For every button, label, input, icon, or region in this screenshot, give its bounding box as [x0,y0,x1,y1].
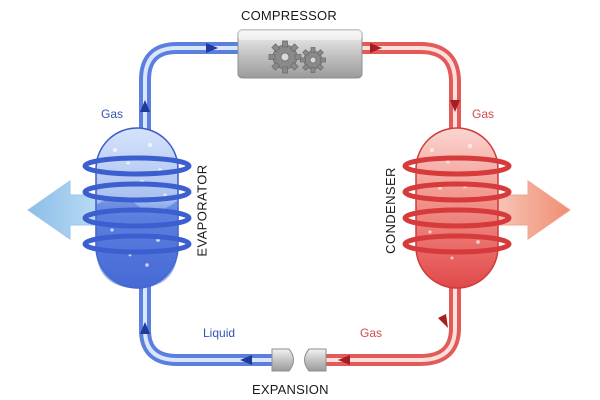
condenser-coil [402,155,512,255]
flow-arrow-bottom-right [338,355,350,365]
pipe-liquid-line [139,264,281,366]
flow-arrow-right-down [450,100,460,112]
pipe-discharge-line [352,42,461,151]
evaporator-coil [82,155,192,255]
flow-arrow-top-right [370,43,382,53]
expansion-label: EXPANSION [252,382,329,397]
flow-arrow-right-bottom-up [438,314,448,328]
flow-arrow-left-up [140,100,150,112]
evaporator-label: EVAPORATOR [194,164,210,257]
compressor-label: COMPRESSOR [241,8,337,23]
gear-small-icon [300,47,326,73]
gear-icon [268,40,302,74]
expansion-valve [271,348,327,372]
gas-label-right-top: Gas [472,107,495,121]
pipe-suction-line [139,42,246,151]
pipe-condensate-line [316,264,461,366]
gas-label-right-bottom: Gas [360,326,383,340]
gas-label-left-top: Gas [101,107,124,121]
liquid-label-left-bottom: Liquid [203,326,236,340]
flow-arrow-top-left [206,43,218,53]
flow-arrow-left-bottom-up [140,322,150,334]
flow-arrow-bottom-left [240,355,252,365]
compressor [237,29,363,79]
condenser-label: CONDENSER [382,167,398,254]
